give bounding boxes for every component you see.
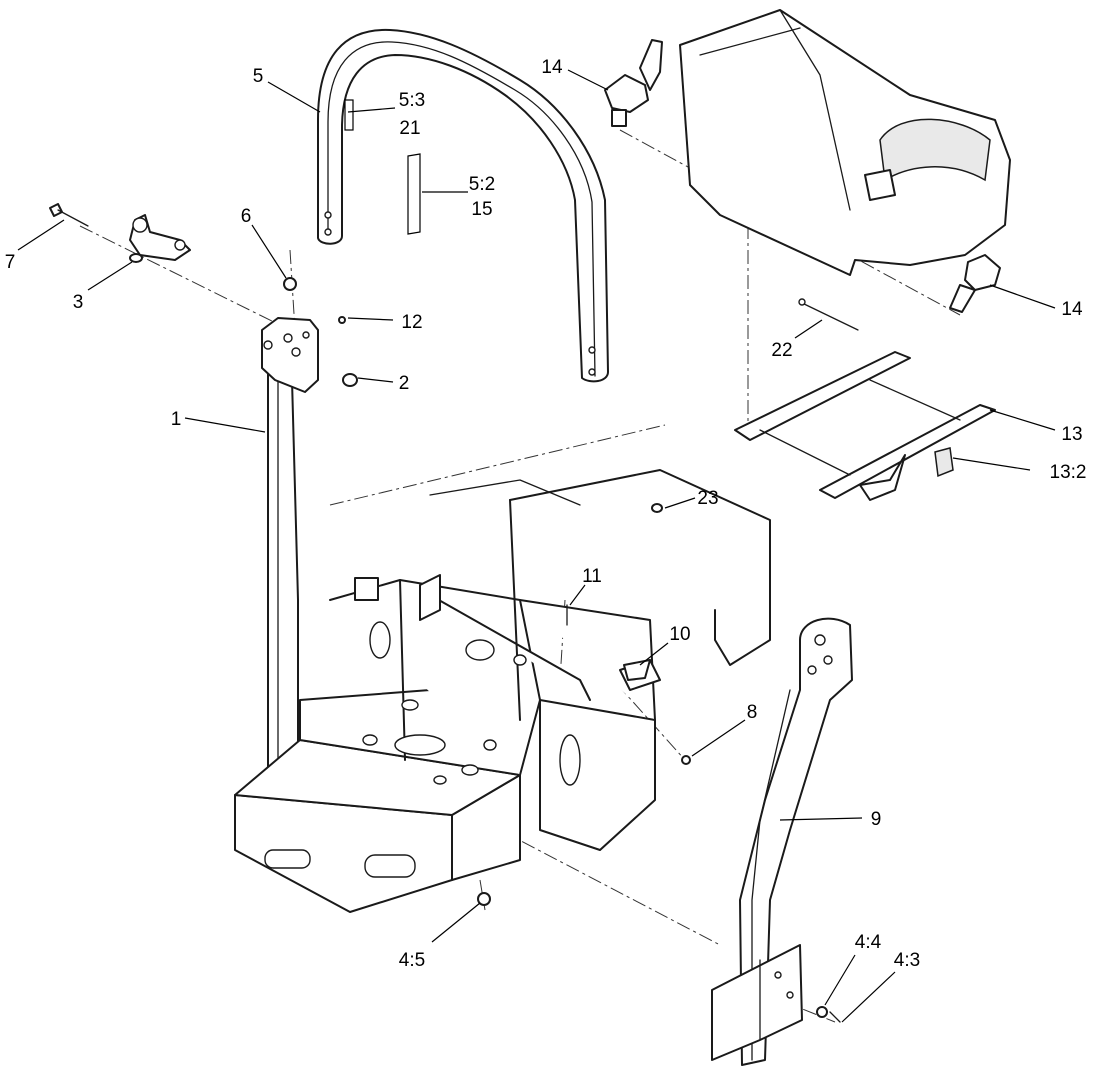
- callout-5-2: 5:2: [469, 174, 495, 195]
- callout-23: 23: [697, 488, 718, 509]
- upper-roll-bar-hoop: [317, 28, 609, 383]
- callout-labels: 5 5:3 21 5:2 15 14 14 7 3 6 12 2 1 22 13…: [5, 57, 1087, 971]
- main-frame-chassis: [234, 469, 771, 913]
- callout-4-5: 4:5: [399, 950, 425, 971]
- right-roll-bar-upright: [711, 617, 853, 1066]
- callout-5-3: 5:3: [399, 90, 425, 111]
- decal-15: [407, 153, 421, 235]
- operator-seat: [679, 9, 1011, 276]
- latch-assembly: [129, 214, 191, 263]
- callout-13-2: 13:2: [1050, 462, 1087, 483]
- hardware-small-nuts: [283, 277, 841, 1023]
- seat-belt-right: [949, 254, 1001, 313]
- callout-7: 7: [5, 252, 16, 273]
- seat-belt-left: [604, 39, 663, 127]
- callout-4-4: 4:4: [855, 932, 882, 953]
- callout-15: 15: [471, 199, 492, 220]
- callout-2: 2: [399, 373, 410, 394]
- callout-13: 13: [1061, 424, 1082, 445]
- callout-11: 11: [582, 566, 602, 587]
- hardware-bolt-22: [798, 298, 859, 331]
- callout-12: 12: [401, 312, 422, 333]
- callout-leader-lines: [17, 69, 1056, 1023]
- left-roll-bar-upright: [261, 317, 319, 801]
- callout-14-top: 14: [541, 57, 563, 78]
- seat-mount-plate: [734, 351, 996, 501]
- callout-14-right: 14: [1061, 299, 1083, 320]
- callout-21: 21: [399, 118, 420, 139]
- callout-3: 3: [73, 292, 84, 313]
- callout-6: 6: [241, 206, 252, 227]
- callout-8: 8: [747, 702, 758, 723]
- callout-4-3: 4:3: [894, 950, 920, 971]
- callout-5: 5: [253, 66, 264, 87]
- callout-1: 1: [171, 409, 182, 430]
- hardware-bolt-7: [49, 203, 89, 227]
- callout-10: 10: [669, 624, 690, 645]
- callout-9: 9: [871, 809, 882, 830]
- callout-22: 22: [771, 340, 792, 361]
